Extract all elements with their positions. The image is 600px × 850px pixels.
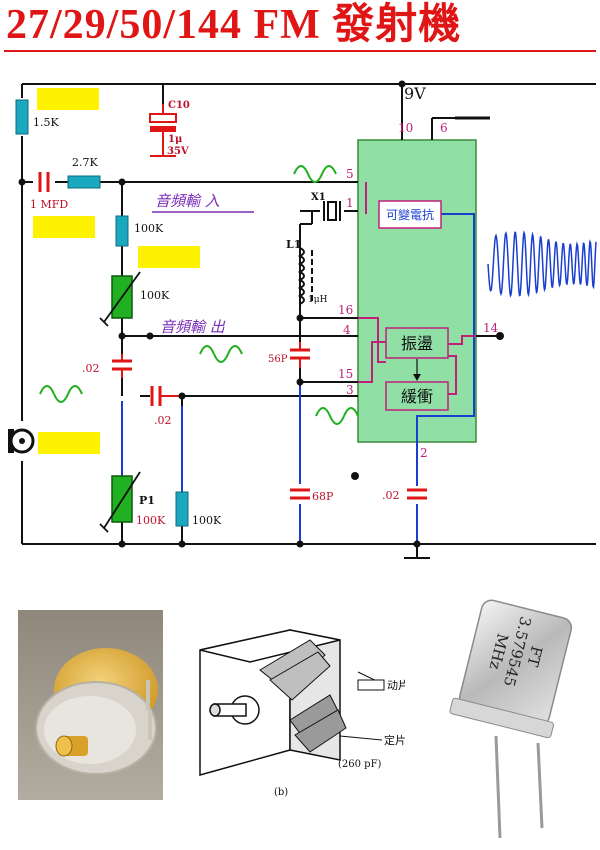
c-02-out-value: .02 <box>382 489 400 502</box>
junction-dot <box>146 332 154 340</box>
x1-name: X1 <box>311 192 326 203</box>
c-02-left-value: .02 <box>82 362 100 375</box>
rf-output-waveform <box>487 230 597 298</box>
blue-wiring <box>121 213 475 544</box>
audio-wave-icon <box>199 345 243 363</box>
oscillator-label: 振盪 <box>401 334 433 353</box>
pot-value: 100K <box>140 289 170 302</box>
c-68p-value: 68P <box>312 490 334 503</box>
highlight-box <box>37 88 99 110</box>
ic-pin-5: 5 <box>346 167 354 181</box>
ic-pin-15: 15 <box>338 367 353 381</box>
microphone-icon <box>8 428 35 454</box>
crystal-lead <box>494 735 502 839</box>
arrow-head <box>413 374 421 381</box>
loose-dot <box>351 472 359 480</box>
varactor-block <box>378 200 442 229</box>
junction-dot <box>118 332 126 340</box>
c-56p-value: 56P <box>268 354 288 365</box>
c10-value-1: 1μ <box>168 134 182 145</box>
fixed-plate-arrow <box>339 735 383 741</box>
moving-plate-label: 动片 <box>387 679 405 692</box>
c-02-mid-value: .02 <box>154 414 172 427</box>
figure-caption: (b) <box>274 787 288 798</box>
highlight-box <box>38 432 100 454</box>
supply-voltage: 9V <box>404 84 426 103</box>
audio-wave-icon <box>293 165 337 183</box>
resistor-100k-upper <box>115 215 129 247</box>
capacitor-c10 <box>149 104 177 157</box>
l1-value: 1μH <box>308 295 328 305</box>
crystal-photo: FT 3.579545 MHz <box>418 588 600 843</box>
r-input-value: 2.7K <box>72 156 98 169</box>
junction-dot <box>296 540 304 548</box>
c10-value-2: 35V <box>167 146 189 157</box>
pot-wiper <box>103 271 141 323</box>
highlight-box <box>33 216 95 238</box>
crystal-x1 <box>323 201 341 221</box>
c-input-value: 1 MFD <box>30 198 68 211</box>
audio-in-label: 音頻輸 入 <box>155 192 220 210</box>
junction-dot <box>296 378 304 386</box>
c10-name: C10 <box>168 100 190 111</box>
output-terminal <box>496 332 504 340</box>
fixed-plate-label: 定片 <box>384 733 405 747</box>
ic-pin-2: 2 <box>420 446 428 460</box>
junction-dot <box>398 80 406 88</box>
junction-dot <box>178 540 186 548</box>
ic-pin-14: 14 <box>483 321 499 335</box>
highlight-box <box>138 246 200 268</box>
audio-wave-icon <box>39 385 83 403</box>
p1-wiper <box>103 471 141 529</box>
varactor-label: 可變電抗 <box>386 207 434 222</box>
ic-pin-3: 3 <box>346 383 354 397</box>
page-title: 27/29/50/144 FM 發射機 <box>6 2 462 48</box>
ic-pin-4: 4 <box>343 323 351 337</box>
buffer-label: 緩衝 <box>401 387 433 406</box>
resistor-100k-lower <box>175 491 189 527</box>
ic-pin-10: 10 <box>398 121 413 135</box>
p1-name: P1 <box>139 494 155 507</box>
trimmer-photo <box>18 610 163 800</box>
junction-dot <box>296 314 304 322</box>
ic-pin-1: 1 <box>346 196 354 210</box>
buffer-block <box>385 381 449 411</box>
l1-name: L1 <box>286 238 301 251</box>
internal-wiring <box>358 182 476 395</box>
pot-wiper-tick <box>99 317 109 327</box>
crystal-marking-1: FT <box>523 644 545 668</box>
p1-value: 100K <box>136 514 166 527</box>
oscillator-block <box>385 327 449 359</box>
junction-dot <box>118 540 126 548</box>
r-top-value: 1.5K <box>33 116 59 129</box>
junction-dot <box>413 540 421 548</box>
crystal-lead <box>536 742 544 829</box>
capacitance-label: (260 pF) <box>338 759 382 770</box>
fm-transmitter-schematic: 可變電抗 振盪 緩衝 10 6 5 1 16 4 15 3 14 2 9V 1.… <box>8 80 597 559</box>
ic-pin-16: 16 <box>338 303 353 317</box>
p1-wiper-tick <box>99 523 109 533</box>
junction-dot <box>18 178 26 186</box>
resistor-2-7k <box>67 175 101 189</box>
resistor-1-5k <box>15 99 29 135</box>
variable-capacitor-drawing: 动片 定片 (260 pF) (b) <box>190 600 405 805</box>
r-100k-1-value: 100K <box>134 222 164 235</box>
title-underline <box>4 50 596 52</box>
junction-dot <box>178 392 186 400</box>
ic-pin-6: 6 <box>440 121 448 135</box>
junction-dot <box>118 178 126 186</box>
audio-out-label: 音頻輸 出 <box>160 318 226 336</box>
inductor-l1 <box>297 247 305 305</box>
audio-wave-icon <box>315 407 359 425</box>
r-100k-2-value: 100K <box>192 514 222 527</box>
wiring <box>21 83 596 559</box>
